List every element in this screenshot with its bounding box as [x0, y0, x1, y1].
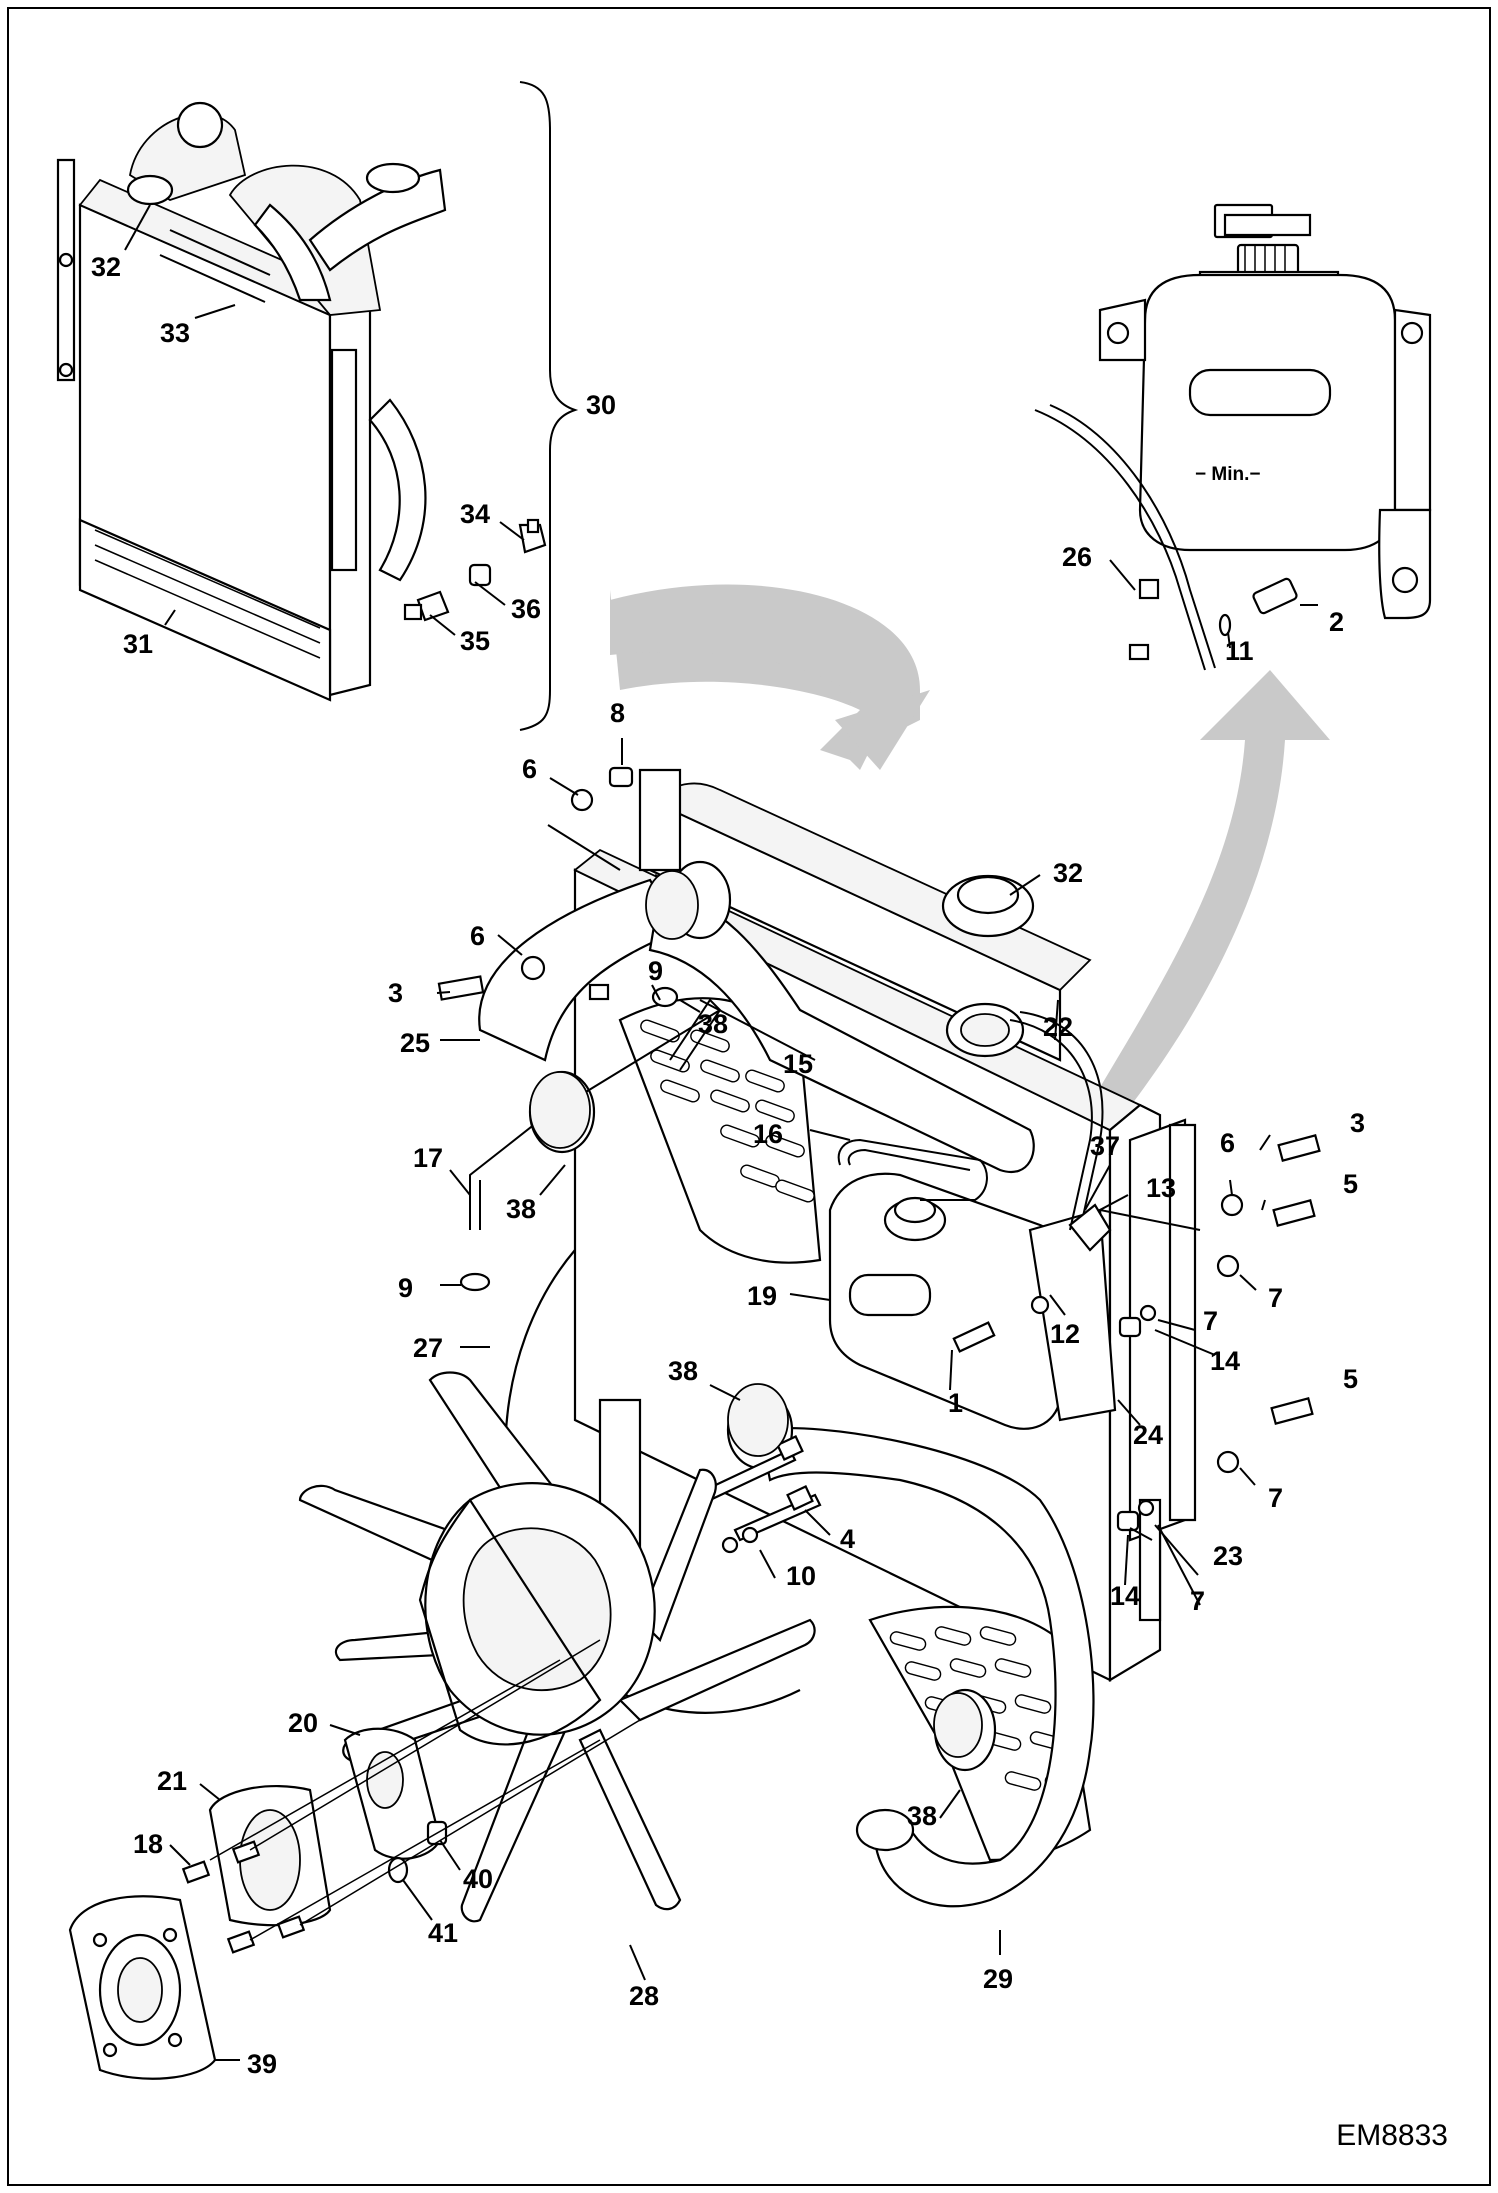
callout-19: 19 [747, 1281, 777, 1311]
callout-7: 7 [1203, 1306, 1218, 1336]
overflow-tubes [459, 983, 1104, 1292]
callout-14: 14 [1210, 1346, 1240, 1376]
fan-drive-parts [68, 1639, 641, 2080]
callout-6: 6 [522, 754, 537, 784]
drain-fittings [403, 518, 547, 622]
drawing-code: EM8833 [1336, 2119, 1448, 2152]
callout-39: 39 [247, 2049, 277, 2079]
callout-3: 3 [1350, 1108, 1365, 1138]
overflow-bottle [828, 1172, 1117, 1430]
hardware [437, 766, 1321, 1554]
hose-clamps [529, 870, 983, 1758]
callout-28: 28 [629, 1981, 659, 2011]
callout-16: 16 [753, 1119, 783, 1149]
callout-15: 15 [783, 1049, 813, 1079]
upper-perforated-guard [618, 997, 822, 1264]
callout-41: 41 [428, 1918, 458, 1948]
callout-7: 7 [1190, 1586, 1205, 1616]
callout-5: 5 [1343, 1169, 1358, 1199]
callout-26: 26 [1062, 542, 1092, 572]
callout-14: 14 [1110, 1581, 1140, 1611]
callout-31: 31 [123, 629, 153, 659]
callout-38: 38 [506, 1194, 536, 1224]
callout-9: 9 [398, 1273, 413, 1303]
callout-17: 17 [413, 1143, 443, 1173]
callout-23: 23 [1213, 1541, 1243, 1571]
callout-12: 12 [1050, 1319, 1080, 1349]
callout-32: 32 [91, 252, 121, 282]
callout-4: 4 [840, 1524, 855, 1554]
callout-27: 27 [413, 1333, 443, 1363]
callout-36: 36 [511, 594, 541, 624]
callout-6: 6 [1220, 1128, 1235, 1158]
leader-lines [124, 204, 1318, 2061]
callout-35: 35 [460, 626, 490, 656]
callout-37: 37 [1090, 1131, 1120, 1161]
callout-8: 8 [610, 698, 625, 728]
callout-10: 10 [786, 1561, 816, 1591]
callout-18: 18 [133, 1829, 163, 1859]
callout-11: 11 [1225, 636, 1254, 666]
callout-6: 6 [470, 921, 485, 951]
callout-13: 13 [1146, 1173, 1176, 1203]
callout-32: 32 [1053, 858, 1083, 888]
callout-29: 29 [983, 1964, 1013, 1994]
callout-7: 7 [1268, 1483, 1283, 1513]
callout-22: 22 [1043, 1012, 1073, 1042]
callout-34: 34 [460, 499, 490, 529]
flow-arrow-left [610, 584, 930, 770]
callout-7: 7 [1268, 1283, 1283, 1313]
assembly-brace [519, 81, 579, 731]
callout-5: 5 [1343, 1364, 1358, 1394]
callout-9: 9 [648, 956, 663, 986]
expansion-tank-detail: − Min.− [1034, 203, 1432, 671]
radiator-assembly-inset [56, 101, 447, 702]
cooling-fan [298, 1371, 816, 1923]
callout-2: 2 [1329, 607, 1344, 637]
callout-21: 21 [157, 1766, 187, 1796]
callout-labels: 30 32 33 31 34 36 35 26 2 11 8 6 6 3 9 3… [91, 252, 1365, 2079]
tank-min-marking: − Min.− [1195, 464, 1260, 485]
callout-38: 38 [668, 1356, 698, 1386]
flow-arrow-right [1075, 670, 1330, 1150]
callout-38: 38 [698, 1009, 728, 1039]
callout-33: 33 [160, 318, 190, 348]
callout-1: 1 [948, 1388, 963, 1418]
callout-3: 3 [388, 978, 403, 1008]
callout-24: 24 [1133, 1420, 1163, 1450]
callout-40: 40 [463, 1864, 493, 1894]
callout-30: 30 [586, 390, 616, 420]
callout-25: 25 [400, 1028, 430, 1058]
callout-38: 38 [907, 1801, 937, 1831]
callout-20: 20 [288, 1708, 318, 1738]
radiator-cap [941, 874, 1035, 1058]
